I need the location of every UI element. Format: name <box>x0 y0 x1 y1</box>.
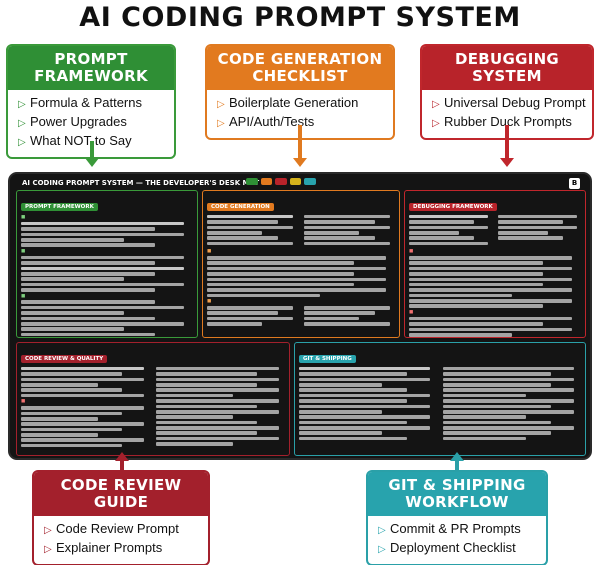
code-review-heading: CODE REVIEW GUIDE <box>34 472 208 516</box>
arrow-down-icon <box>500 158 514 167</box>
triangle-bullet-icon: ▷ <box>432 99 440 110</box>
section-marker: ■ <box>21 293 26 299</box>
triangle-bullet-icon: ▷ <box>378 525 386 536</box>
mat-panel-debug: DEBUGGING FRAMEWORK ■ ■ <box>404 190 586 338</box>
code-generation-callout: CODE GENERATION CHECKLIST ▷Boilerplate G… <box>205 44 395 140</box>
mat-panel-heading: CODE REVIEW & QUALITY <box>21 355 108 363</box>
page-title: AI CODING PROMPT SYSTEM <box>79 2 521 33</box>
triangle-bullet-icon: ▷ <box>432 118 440 129</box>
list-item: ▷Commit & PR Prompts <box>378 520 538 539</box>
triangle-bullet-icon: ▷ <box>18 99 26 110</box>
mat-panel-heading: GIT & SHIPPING <box>299 355 356 363</box>
desk-mat: AI CODING PROMPT SYSTEM — THE DEVELOPER'… <box>8 172 592 460</box>
code-generation-heading: CODE GENERATION CHECKLIST <box>207 46 393 90</box>
list-item: ▷What NOT to Say <box>18 132 166 151</box>
debugging-callout: DEBUGGING SYSTEM ▷Universal Debug Prompt… <box>420 44 594 140</box>
list-item: ▷Rubber Duck Prompts <box>432 113 584 132</box>
mat-panel-heading: CODE GENERATION <box>207 203 274 211</box>
connector-stem <box>505 125 509 159</box>
list-item: ▷Deployment Checklist <box>378 539 538 558</box>
connector-stem <box>455 460 459 472</box>
connector-stem <box>120 460 124 472</box>
section-marker: ■ <box>207 299 212 305</box>
arrow-up-icon <box>450 452 464 461</box>
section-marker: ■ <box>21 248 26 254</box>
list-item: ▷Power Upgrades <box>18 113 166 132</box>
code-review-callout: CODE REVIEW GUIDE ▷Code Review Prompt ▷E… <box>32 470 210 565</box>
tag-yellow <box>289 178 302 185</box>
arrow-up-icon <box>115 452 129 461</box>
list-item: ▷Boilerplate Generation <box>217 94 385 113</box>
prompt-framework-heading: PROMPT FRAMEWORK <box>8 46 174 90</box>
tag-green <box>246 178 258 185</box>
section-marker: ■ <box>409 249 414 255</box>
git-shipping-callout: GIT & SHIPPING WORKFLOW ▷Commit & PR Pro… <box>366 470 548 565</box>
arrow-down-icon <box>85 158 99 167</box>
arrow-down-icon <box>293 158 307 167</box>
triangle-bullet-icon: ▷ <box>378 544 386 555</box>
list-item: ▷Formula & Patterns <box>18 94 166 113</box>
triangle-bullet-icon: ▷ <box>44 525 52 536</box>
tag-teal <box>304 178 316 185</box>
triangle-bullet-icon: ▷ <box>18 118 26 129</box>
triangle-bullet-icon: ▷ <box>18 137 26 148</box>
section-marker: ■ <box>409 310 414 316</box>
mat-panel-review: CODE REVIEW & QUALITY ■ <box>16 342 290 456</box>
mat-panel-git: GIT & SHIPPING <box>294 342 586 456</box>
triangle-bullet-icon: ▷ <box>217 99 225 110</box>
triangle-bullet-icon: ▷ <box>44 544 52 555</box>
prompt-framework-callout: PROMPT FRAMEWORK ▷Formula & Patterns ▷Po… <box>6 44 176 159</box>
section-marker: ■ <box>207 249 212 255</box>
debugging-heading: DEBUGGING SYSTEM <box>422 46 592 90</box>
list-item: ▷API/Auth/Tests <box>217 113 385 132</box>
section-marker: ■ <box>21 215 26 220</box>
list-item: ▷Universal Debug Prompt <box>432 94 586 113</box>
list-item: ▷Code Review Prompt <box>44 520 200 539</box>
tag-orange <box>260 178 273 185</box>
mat-panel-heading: PROMPT FRAMEWORK <box>21 203 98 211</box>
mat-panel-codegen: CODE GENERATION ■ ■ <box>202 190 400 338</box>
section-marker: ■ <box>21 399 26 405</box>
mat-title: AI CODING PROMPT SYSTEM — THE DEVELOPER'… <box>22 179 260 187</box>
mat-tags <box>246 178 316 185</box>
tag-red <box>275 178 287 185</box>
mat-panel-heading: DEBUGGING FRAMEWORK <box>409 203 497 211</box>
git-shipping-heading: GIT & SHIPPING WORKFLOW <box>368 472 546 516</box>
connector-stem <box>298 125 302 159</box>
triangle-bullet-icon: ▷ <box>217 118 225 129</box>
mat-logo: B <box>569 178 580 189</box>
mat-panel-prompt: PROMPT FRAMEWORK ■ ■ ■ <box>16 190 198 338</box>
connector-stem <box>90 141 94 159</box>
list-item: ▷Explainer Prompts <box>44 539 200 558</box>
